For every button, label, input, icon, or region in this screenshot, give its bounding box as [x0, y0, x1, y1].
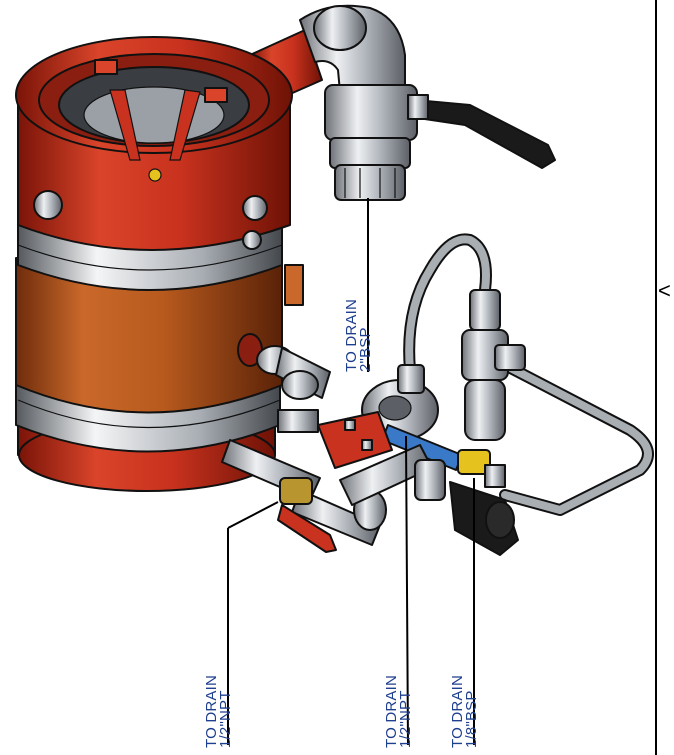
callout-2bsp-line1: TO DRAIN: [343, 299, 360, 372]
callout-center-npt: TO DRAIN 1/2"NPT: [383, 675, 414, 748]
callout-1-8-bsp-line2: 1/8"BSP: [463, 690, 480, 748]
callout-left-npt-line2: 1/2"NPT: [217, 690, 234, 748]
leader-center-npt: [405, 435, 409, 746]
callout-left-npt: TO DRAIN 1/2"NPT: [203, 675, 234, 748]
callout-2bsp: TO DRAIN 2"BSP: [343, 299, 374, 372]
leader-left-npt-diagonal: [227, 501, 279, 529]
arrow-glyph: <: [658, 278, 671, 303]
callout-2bsp-line2: 2"BSP: [357, 327, 374, 372]
callout-center-npt-line2: 1/2"NPT: [397, 690, 414, 748]
callout-left-npt-line1: TO DRAIN: [203, 675, 220, 748]
top-ball-valve: [324, 84, 556, 201]
callout-center-npt-line1: TO DRAIN: [383, 675, 400, 748]
main-housing: [15, 36, 304, 492]
piping-manifold: [221, 233, 654, 556]
callout-1-8-bsp: TO DRAIN 1/8"BSP: [449, 675, 480, 748]
callout-1-8-bsp-line1: TO DRAIN: [449, 675, 466, 748]
leader-lines: [227, 198, 475, 746]
